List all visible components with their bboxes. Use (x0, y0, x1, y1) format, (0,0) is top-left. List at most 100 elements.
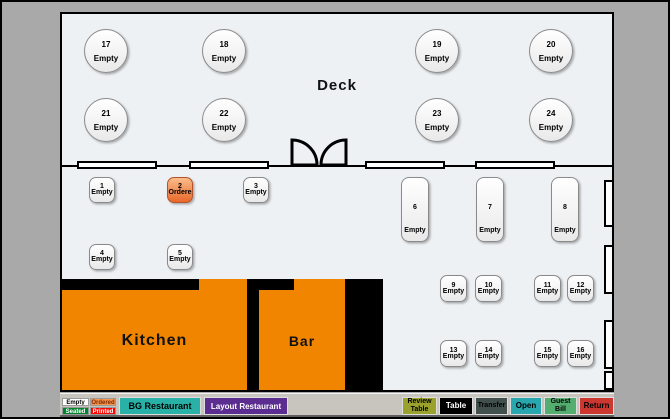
table-status: Empty (91, 256, 113, 263)
wall-divider (62, 165, 612, 167)
table-status: Empty (479, 227, 501, 234)
table-number: 1 (100, 183, 104, 190)
table-status: Empty (536, 352, 559, 360)
table-number: 19 (432, 39, 442, 49)
transfer-button[interactable]: Transfer (475, 397, 508, 415)
window-right-1 (604, 180, 614, 227)
table-number: 22 (219, 108, 229, 118)
window-right-3 (604, 320, 614, 369)
table-number: 4 (100, 250, 104, 257)
table-status: Empty (211, 53, 237, 63)
bar-side-wall (345, 279, 383, 390)
open-button[interactable]: Open (510, 397, 542, 415)
table-status: Empty (424, 122, 450, 132)
deck-area-label: Deck (317, 77, 357, 94)
kitchen-top-wall (62, 279, 199, 290)
kitchen-bar-divider-wall (247, 279, 259, 390)
table-status: Ordere (168, 189, 192, 196)
status-legend: Empty Ordered Seated Printed (62, 398, 116, 415)
legend-ordered: Ordered (90, 398, 116, 406)
table-status: Empty (536, 287, 559, 295)
table-button[interactable]: Table (439, 397, 473, 415)
bg-restaurant-button[interactable]: BG Restaurant (119, 397, 201, 415)
window-deck-3 (365, 161, 445, 169)
table-number: 20 (546, 39, 556, 49)
table-status: Empty (93, 53, 119, 63)
table-number: 12 (576, 281, 585, 289)
table-number: 10 (484, 281, 493, 289)
table-number: 9 (451, 281, 456, 289)
table-status: Empty (404, 227, 426, 234)
table-number: 23 (432, 108, 442, 118)
table-number: 18 (219, 39, 229, 49)
double-door-icon (290, 138, 348, 171)
table-status: Empty (442, 352, 465, 360)
table-number: 5 (178, 250, 182, 257)
layout-restaurant-button[interactable]: Layout Restaurant (204, 397, 288, 415)
window-right-4 (604, 371, 614, 390)
table-status: Empty (442, 287, 465, 295)
window-right-2 (604, 245, 614, 294)
legend-empty: Empty (62, 398, 89, 406)
kitchen-area (62, 279, 247, 390)
table-number: 11 (543, 281, 552, 289)
table-number: 3 (254, 183, 258, 190)
table-status: Empty (211, 122, 237, 132)
table-status: Empty (477, 287, 500, 295)
table-status: Empty (93, 122, 119, 132)
window-deck-1 (77, 161, 157, 169)
table-number: 6 (413, 204, 417, 211)
table-status: Empty (245, 189, 267, 196)
table-status: Empty (91, 189, 113, 196)
table-number: 15 (543, 346, 552, 354)
table-status: Empty (569, 352, 592, 360)
table-status: Empty (477, 352, 500, 360)
legend-printed: Printed (90, 407, 116, 415)
table-status: Empty (424, 53, 450, 63)
table-status: Empty (554, 227, 576, 234)
table-number: 21 (101, 108, 111, 118)
window-deck-2 (189, 161, 269, 169)
return-button[interactable]: Return (579, 397, 614, 415)
table-number: 13 (449, 346, 458, 354)
table-number: 17 (101, 39, 111, 49)
guest-bill-button[interactable]: Guest Bill (544, 397, 577, 415)
table-status: Empty (569, 287, 592, 295)
bottom-strip (60, 415, 614, 417)
bottom-toolbar: Empty Ordered Seated Printed BG Restaura… (60, 393, 614, 415)
table-number: 2 (178, 183, 182, 190)
bar-area (259, 279, 345, 390)
review-table-button[interactable]: Review Table (402, 397, 437, 415)
table-number: 16 (576, 346, 585, 354)
bar-top-wall (259, 279, 294, 290)
table-status: Empty (538, 122, 564, 132)
table-number: 7 (488, 204, 492, 211)
table-status: Empty (169, 256, 191, 263)
